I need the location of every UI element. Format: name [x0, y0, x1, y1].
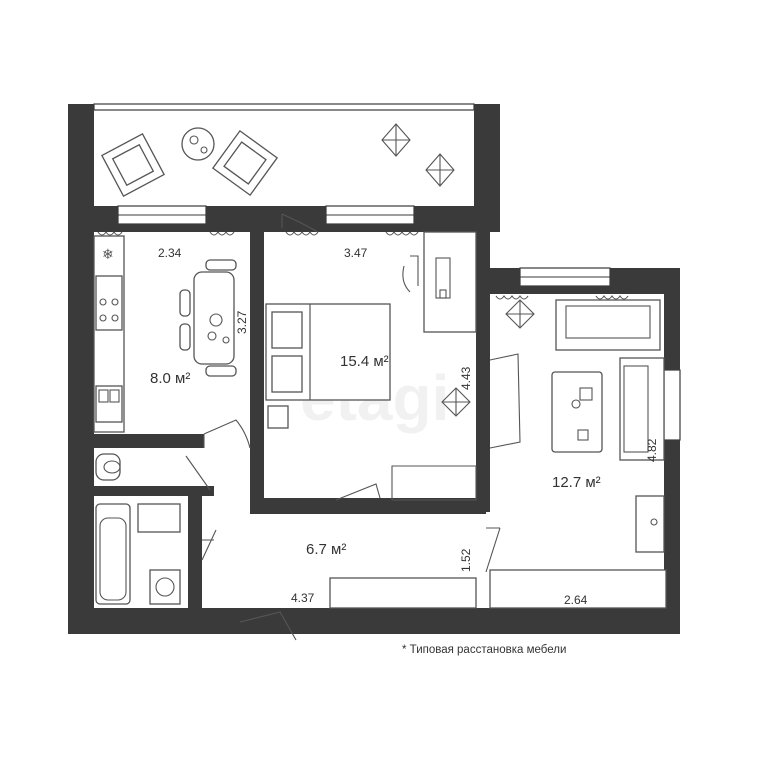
kitchen-furniture: ❄ — [93, 235, 237, 433]
hall-area-label: 6.7 м² — [306, 541, 346, 558]
sanitary-furniture — [95, 453, 477, 609]
room-labels: 8.0 м² 2.34 3.27 15.4 м² 3.47 4.43 12.7 … — [150, 246, 659, 607]
kitchen-depth-label: 3.27 — [235, 310, 249, 334]
living-furniture — [489, 299, 667, 609]
balcony-furniture — [101, 123, 455, 197]
footnote: * Типовая расстановка мебели — [402, 644, 566, 656]
walls — [68, 104, 680, 634]
doors — [185, 213, 521, 641]
living-area-label: 12.7 м² — [552, 474, 601, 491]
hall-width-label: 4.37 — [291, 591, 315, 605]
bedroom-area-label: 15.4 м² — [340, 353, 389, 370]
bedroom-width-label: 3.47 — [344, 246, 368, 260]
curtains — [97, 231, 629, 300]
bedroom-furniture — [265, 231, 477, 501]
kitchen-width-label: 2.34 — [158, 246, 182, 260]
hall-depth-label: 1.52 — [459, 548, 473, 572]
kitchen-area-label: 8.0 м² — [150, 370, 190, 387]
living-width-label: 2.64 — [564, 593, 588, 607]
living-depth-label: 4.82 — [645, 438, 659, 462]
fridge-snowflake-icon: ❄ — [102, 248, 114, 263]
bedroom-depth-label: 4.43 — [459, 366, 473, 390]
